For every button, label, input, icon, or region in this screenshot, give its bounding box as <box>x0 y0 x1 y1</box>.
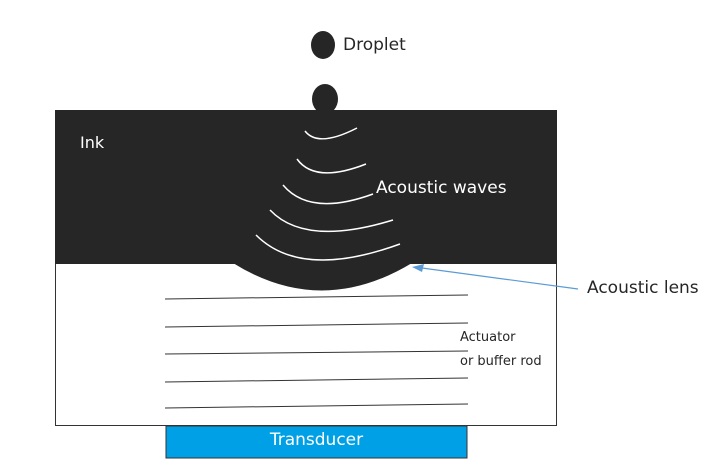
actuator-label-line2: or buffer rod <box>460 354 542 369</box>
actuator-line <box>164 350 469 355</box>
actuator-line <box>164 322 469 328</box>
ink-label: Ink <box>80 133 105 152</box>
ink-reservoir <box>55 110 557 264</box>
meniscus-droplet <box>312 84 338 114</box>
wave-arc <box>282 184 374 205</box>
acoustic-waves <box>255 127 401 261</box>
transducer-label: Transducer <box>269 430 364 450</box>
wave-arc <box>304 127 358 140</box>
acoustic-lens <box>233 263 412 291</box>
acoustic-lens-label: Acoustic lens <box>587 278 699 298</box>
actuator-body <box>55 263 557 426</box>
transducer <box>165 425 468 459</box>
lens-pointer-line <box>421 267 579 290</box>
ejected-droplet <box>311 31 335 59</box>
wave-arc <box>296 158 367 174</box>
actuator-line <box>164 294 469 300</box>
droplet-label: Droplet <box>343 35 406 55</box>
actuator-lines <box>164 294 469 409</box>
actuator-line <box>164 403 469 409</box>
actuator-line <box>164 377 469 383</box>
wave-arc <box>255 234 401 261</box>
wave-arc <box>269 209 394 233</box>
actuator-label-line1: Actuator <box>460 330 516 345</box>
acoustic-waves-label: Acoustic waves <box>376 178 507 198</box>
arrowhead-icon <box>412 264 424 272</box>
